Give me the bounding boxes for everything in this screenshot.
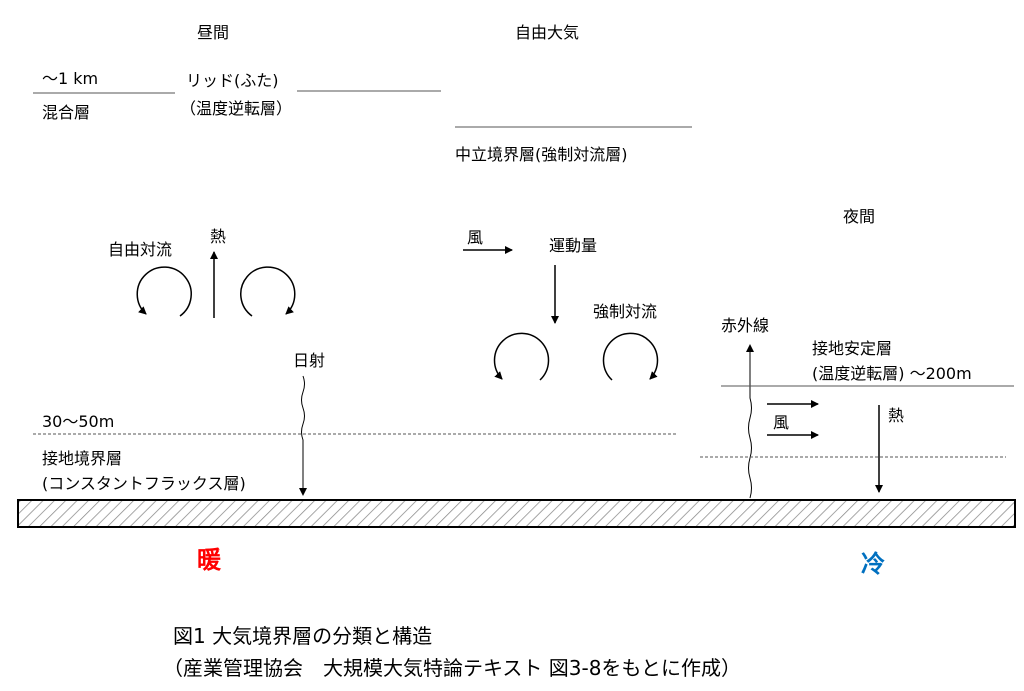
infrared-arrow [746,344,754,499]
ground-surface [17,499,1016,528]
infrared-label: 赤外線 [721,316,769,335]
surface-layer-label: 接地境界層 [42,449,122,468]
stable-inversion-label: (温度逆転層) 〜200m [812,364,972,383]
convection-eddy-left-icon [136,266,192,317]
daytime-label: 昼間 [197,23,229,42]
forced-eddy-left-icon [493,332,550,381]
momentum-label: 運動量 [549,236,597,255]
convection-eddy-right-icon [240,266,296,317]
nighttime-label: 夜間 [843,207,875,226]
solar-arrow [299,375,307,496]
mixed-layer-label: 混合層 [42,103,90,122]
heat-down-label: 熱 [888,406,904,425]
lid-inversion-label: （温度逆転層） [180,99,292,118]
constant-flux-label: (コンスタントフラックス層) [42,474,246,493]
neutral-layer-label: 中立境界層(強制対流層) [455,145,628,164]
forced-convection-label: 強制対流 [593,302,657,321]
cold-label: 冷 [861,550,885,578]
mixed-height-label: 〜1 km [42,69,98,88]
stable-layer-label: 接地安定層 [812,339,892,358]
surface-height-label: 30〜50m [42,412,114,431]
solar-label: 日射 [293,351,325,370]
free-convection-label: 自由対流 [108,240,172,259]
caption-title: 図1 大気境界層の分類と構造 [173,624,432,648]
caption-source: （産業管理協会 大規模大気特論テキスト 図3-8をもとに作成） [163,656,741,680]
lid-label: リッド(ふた) [186,71,279,90]
forced-eddy-right-icon [602,332,659,381]
warm-label: 暖 [197,546,222,574]
wind-night-label: 風 [773,413,789,432]
heat-up-label: 熱 [210,227,226,246]
free-atmosphere-label: 自由大気 [515,23,579,42]
wind-day-label: 風 [467,228,483,247]
